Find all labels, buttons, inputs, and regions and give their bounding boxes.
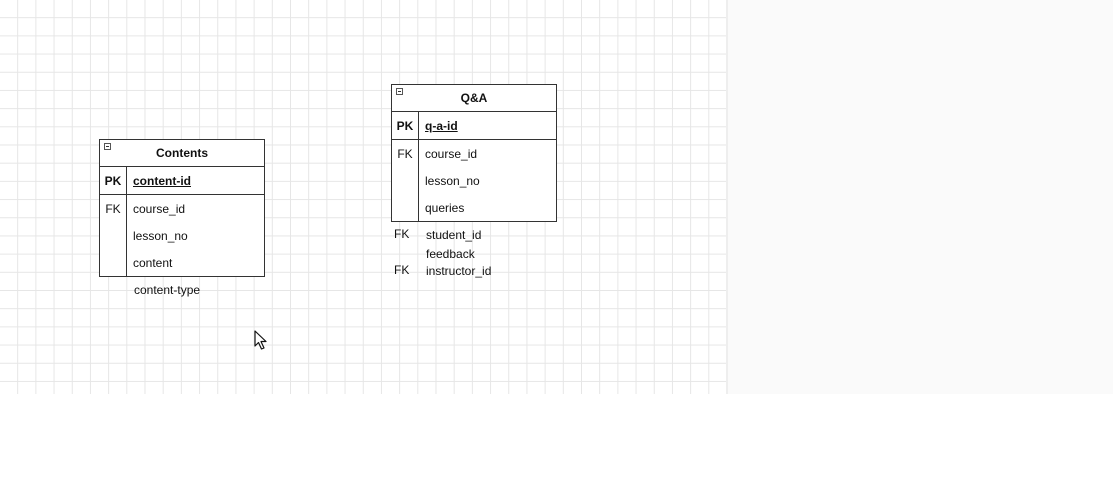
detached-fk-label: FK <box>394 227 410 241</box>
field-row[interactable]: lesson_no <box>133 229 188 243</box>
entity-title: Q&A <box>460 91 488 105</box>
canvas-outside-area <box>728 0 1113 394</box>
detached-field[interactable]: feedback <box>426 247 475 261</box>
fk-label: FK <box>105 202 121 216</box>
fk-label: FK <box>397 147 413 161</box>
field-row[interactable]: queries <box>425 201 465 215</box>
diagram-canvas[interactable] <box>0 0 728 394</box>
entity-header[interactable]: Q&A <box>392 85 556 112</box>
pk-field-name: q-a-id <box>425 119 458 133</box>
mouse-pointer-icon <box>254 330 267 350</box>
detached-field[interactable]: student_id <box>426 228 482 242</box>
key-column-divider <box>418 112 419 221</box>
pk-label: PK <box>396 119 414 133</box>
entity-contents[interactable]: Contents PK content-id FK course_id less… <box>99 139 265 309</box>
minus-square-icon[interactable] <box>104 143 111 150</box>
key-column-divider <box>126 167 127 276</box>
detached-fk-label: FK <box>394 263 410 277</box>
field-row[interactable]: course_id <box>133 202 186 216</box>
pk-label: PK <box>104 174 122 188</box>
entity-header[interactable]: Contents <box>100 140 264 167</box>
detached-field[interactable]: content-type <box>134 283 201 297</box>
entity-table[interactable]: Q&A PK q-a-id FK course_id lesson_no que… <box>391 84 557 222</box>
minus-square-icon[interactable] <box>396 88 403 95</box>
field-row[interactable]: lesson_no <box>425 174 480 188</box>
entity-table[interactable]: Contents PK content-id FK course_id less… <box>99 139 265 277</box>
pk-field-name: content-id <box>133 174 191 188</box>
canvas-edge <box>726 0 728 394</box>
detached-field[interactable]: instructor_id <box>426 264 492 278</box>
entity-qa[interactable]: Q&A PK q-a-id FK course_id lesson_no que… <box>391 84 557 284</box>
primary-key-row[interactable]: PK content-id <box>100 167 264 195</box>
entity-title: Contents <box>156 146 208 160</box>
primary-key-row[interactable]: PK q-a-id <box>392 112 556 140</box>
field-row[interactable]: content <box>133 256 173 270</box>
field-row[interactable]: course_id <box>425 147 478 161</box>
